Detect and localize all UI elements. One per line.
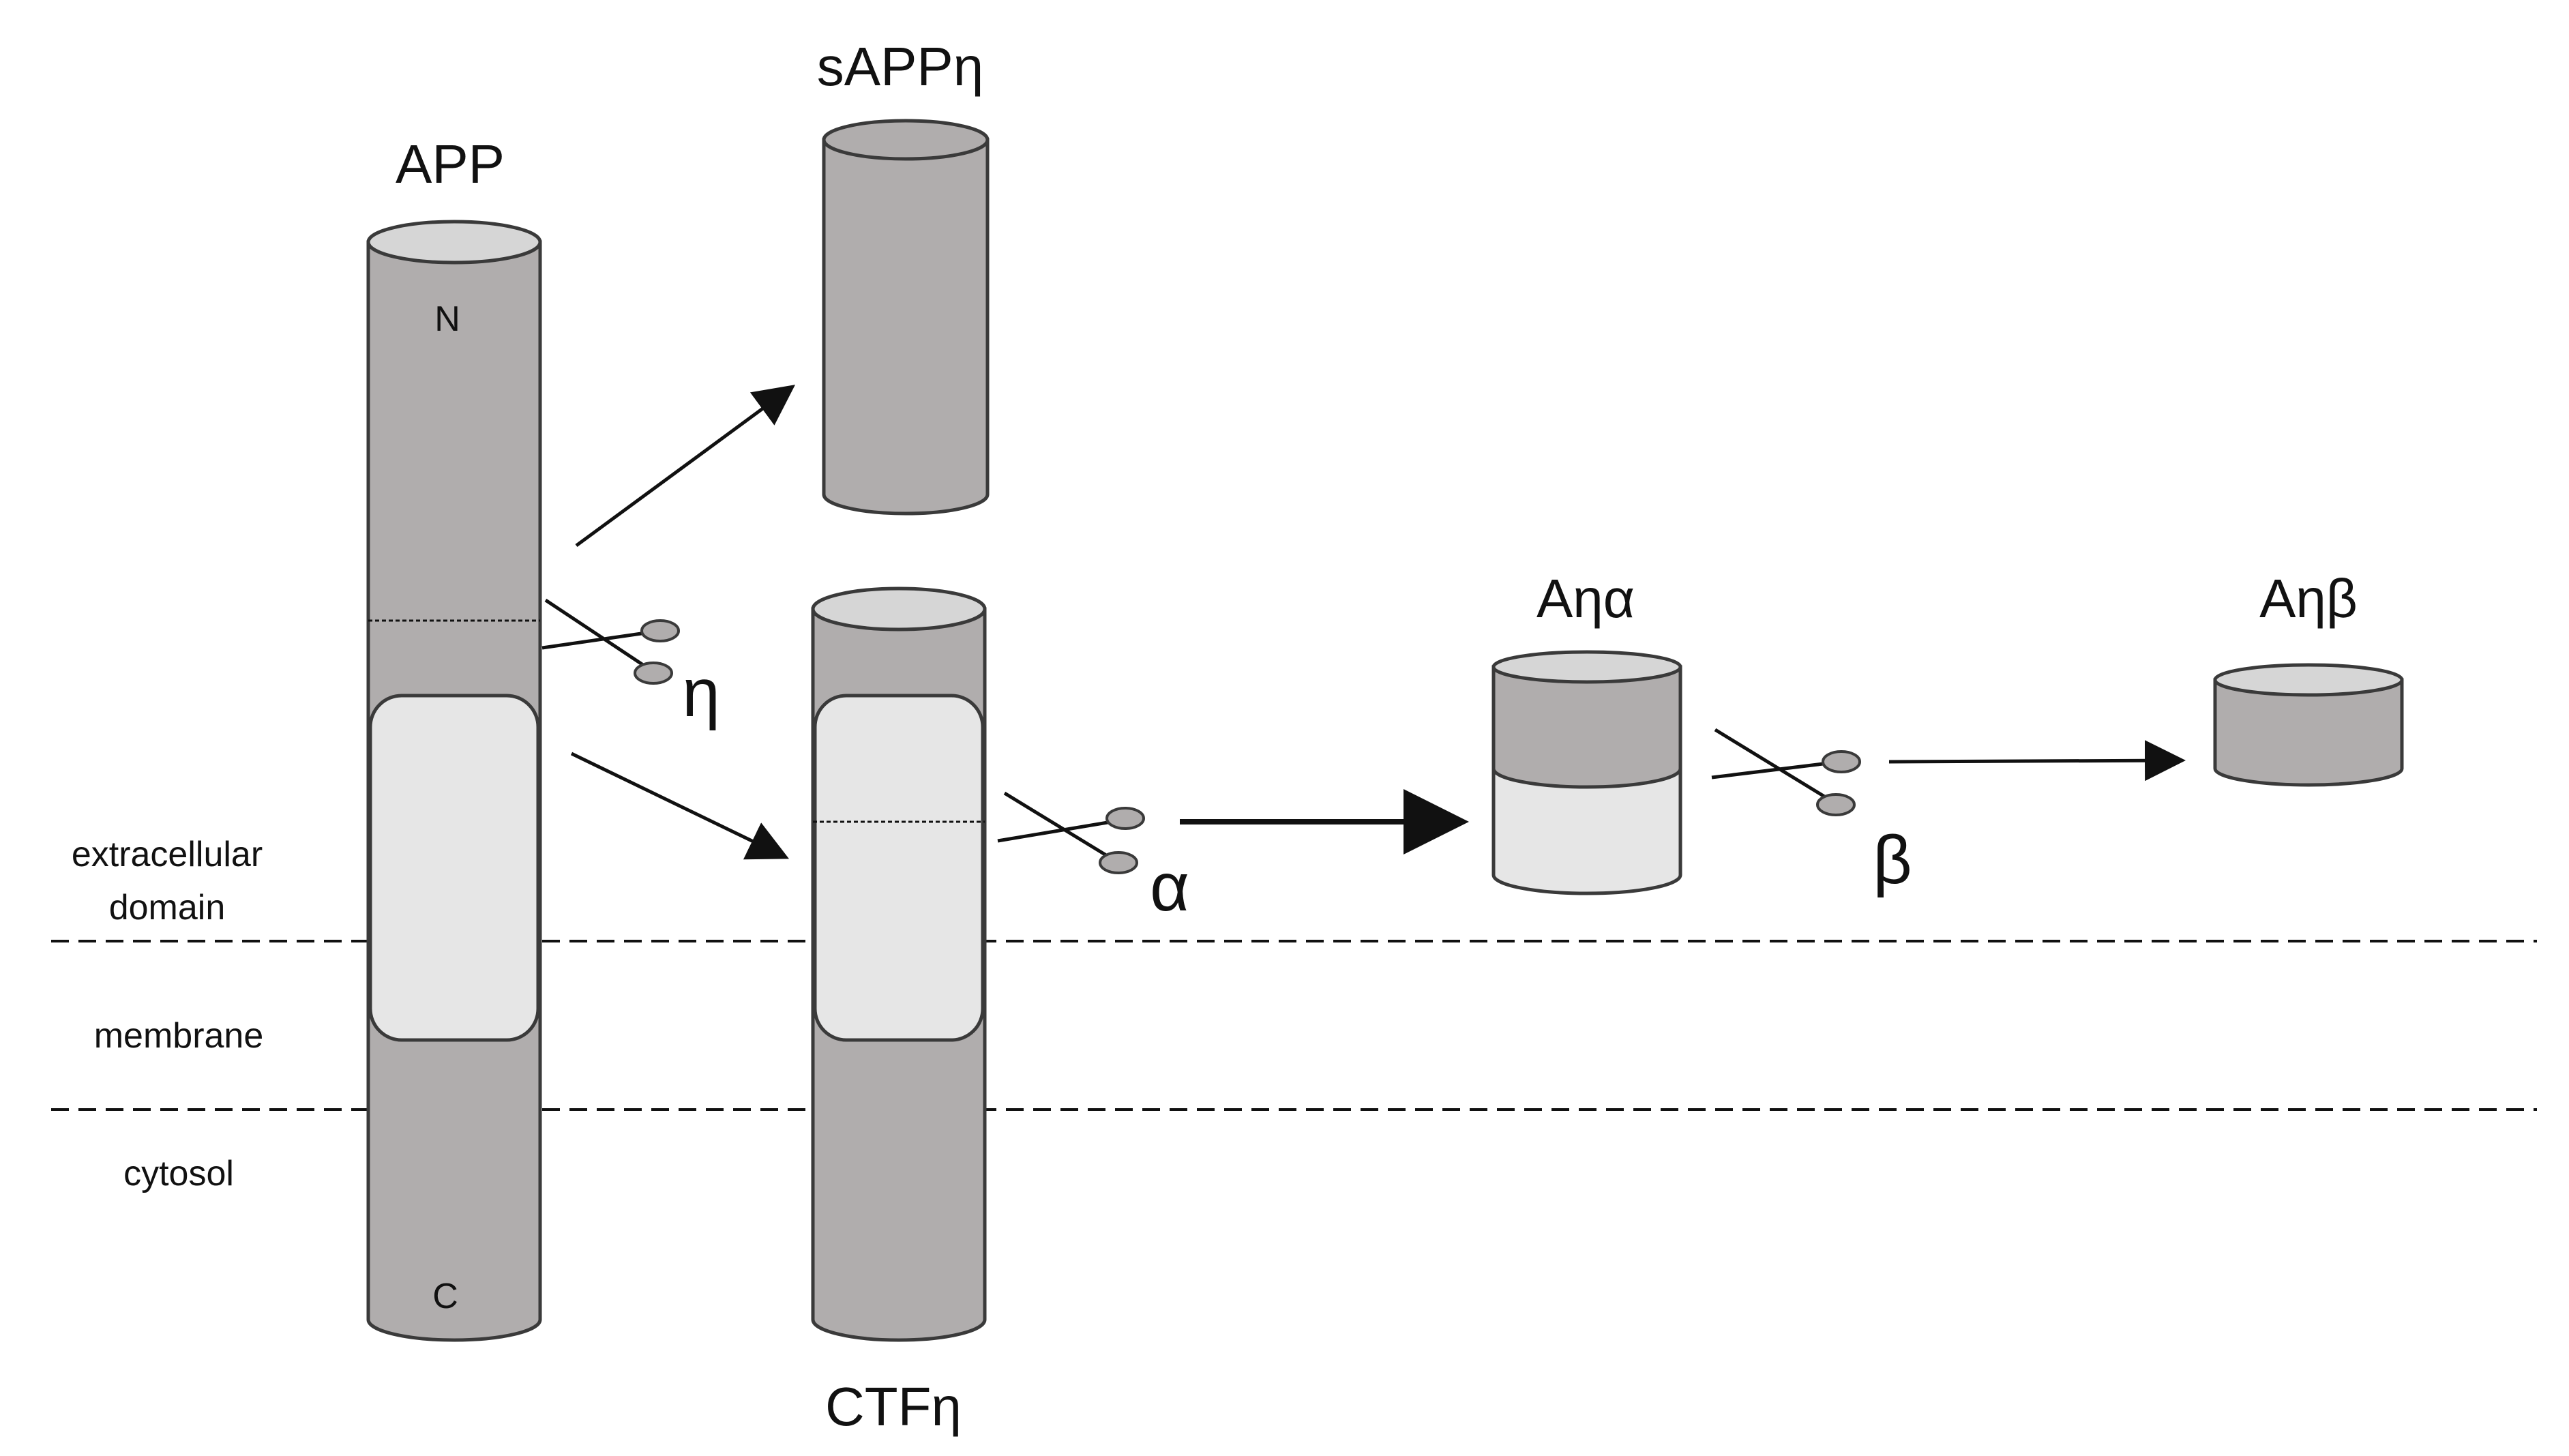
beta-enzyme-label: β xyxy=(1873,822,1912,898)
aeta-alpha-cylinder xyxy=(1491,650,1682,895)
sappeta-label: sAPPη xyxy=(817,36,984,97)
ctfeta-membrane-segment xyxy=(813,694,985,1042)
aeta-beta-label: Aηβ xyxy=(2259,568,2358,629)
scissors-icon-beta xyxy=(1711,728,1861,816)
aeta-alpha-top-cap xyxy=(1491,650,1682,684)
eta-enzyme-label: η xyxy=(682,655,720,731)
aeta-alpha-label: Aηα xyxy=(1536,568,1635,629)
ctfeta-cylinder xyxy=(811,586,987,1342)
alpha-enzyme-label: α xyxy=(1150,849,1189,925)
app-n-terminus-label: N xyxy=(434,299,460,339)
sappeta-body xyxy=(822,138,990,516)
scissors-icon-alpha xyxy=(997,791,1145,874)
region-cytosol: cytosol xyxy=(123,1154,234,1193)
app-top-cap xyxy=(366,220,542,265)
app-label: APP xyxy=(396,134,505,194)
sappeta-cylinder xyxy=(822,119,990,516)
scissors-icon-eta xyxy=(541,598,680,685)
app-c-terminus-label: C xyxy=(432,1277,458,1316)
app-membrane-segment xyxy=(368,694,540,1042)
aeta-alpha-dark-band xyxy=(1491,665,1682,789)
region-extracellular-line1: extracellular xyxy=(72,835,263,874)
ctfeta-label: CTFη xyxy=(825,1376,962,1437)
aeta-beta-body xyxy=(2213,678,2404,787)
region-extracellular-line2: domain xyxy=(109,888,226,927)
arrow-icon-to-sappeta xyxy=(575,385,796,548)
sappeta-top-cap xyxy=(822,119,990,161)
app-cylinder xyxy=(366,220,542,1342)
aeta-beta-top-cap xyxy=(2213,663,2404,697)
aeta-alpha-light-body xyxy=(1491,767,1682,895)
arrow-icon-to-aeta-beta xyxy=(1888,740,2186,782)
region-membrane: membrane xyxy=(94,1016,264,1056)
aeta-beta-cylinder xyxy=(2213,663,2404,787)
arrow-icon-to-ctfeta xyxy=(570,752,790,860)
ctfeta-top-cap xyxy=(811,586,987,632)
